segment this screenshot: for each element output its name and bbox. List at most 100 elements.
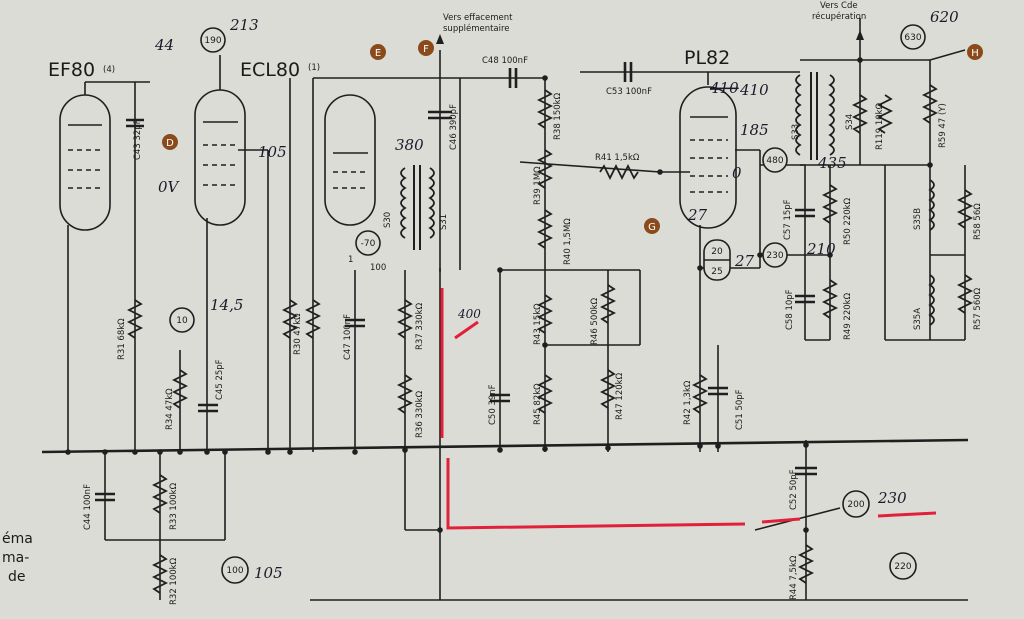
svg-text:190: 190 bbox=[204, 36, 221, 46]
ecl80-note: (1) bbox=[308, 63, 320, 73]
label-r43: R43 15kΩ bbox=[533, 303, 543, 345]
recovery-note-2: récupération bbox=[812, 11, 866, 22]
label-c53: C53 100nF bbox=[606, 87, 652, 97]
erase-note: Vers effacement bbox=[443, 13, 513, 23]
svg-text:F: F bbox=[423, 44, 429, 55]
hand-0: 0 bbox=[732, 164, 742, 182]
svg-text:100: 100 bbox=[226, 566, 243, 576]
hand-410-old: 410 bbox=[709, 79, 739, 97]
capacitor-plates bbox=[95, 62, 817, 502]
resistor-zigzags bbox=[126, 84, 974, 594]
label-s34: S34 bbox=[845, 114, 855, 130]
label-r119: R119 10kΩ bbox=[875, 102, 885, 150]
label-s33: S33 bbox=[791, 124, 801, 140]
label-s35a: S35A bbox=[913, 308, 923, 330]
label-c58: C58 10pF bbox=[785, 289, 795, 330]
coil-s35a bbox=[928, 274, 935, 326]
test-point-230: 230 bbox=[762, 242, 788, 268]
hand-230: 230 bbox=[877, 489, 907, 507]
test-point-100: 100 bbox=[221, 556, 249, 584]
hand-210: 210 bbox=[806, 240, 836, 258]
test-point-10: 10 bbox=[169, 307, 195, 333]
label-r33: R33 100kΩ bbox=[169, 482, 179, 530]
coil-s35b bbox=[928, 179, 935, 231]
svg-text:230: 230 bbox=[766, 251, 783, 261]
erase-note-2: supplémentaire bbox=[443, 23, 510, 34]
label-c45: C45 25pF bbox=[215, 359, 225, 400]
label-r32: R32 100kΩ bbox=[169, 557, 179, 605]
label-r30: R30 47kΩ bbox=[293, 313, 303, 355]
mark-1: 1 bbox=[348, 255, 353, 265]
label-r47: R47 120kΩ bbox=[615, 372, 625, 420]
svg-text:H: H bbox=[971, 48, 979, 59]
test-point-480: 480 bbox=[762, 147, 788, 173]
svg-text:E: E bbox=[375, 48, 381, 59]
label-r39: R39 1MΩ bbox=[533, 166, 543, 205]
label-c57: C57 15pF bbox=[783, 199, 793, 240]
test-point-190: 190 bbox=[200, 27, 226, 53]
hand-0v: 0V bbox=[158, 178, 181, 196]
test-point-630: 630 bbox=[900, 24, 926, 50]
label-c52: C52 50pF bbox=[789, 469, 799, 510]
test-point-minus70: -70 bbox=[355, 230, 381, 256]
label-c43: C43 32pF bbox=[133, 119, 143, 160]
transformer-s33-s34 bbox=[795, 72, 835, 160]
svg-text:25: 25 bbox=[711, 267, 722, 277]
svg-text:-70: -70 bbox=[361, 239, 376, 249]
margin-line-3: de bbox=[8, 569, 26, 585]
transformer-s30-s31 bbox=[400, 165, 435, 250]
hand-105b: 105 bbox=[254, 564, 283, 582]
hand-44: 44 bbox=[154, 36, 174, 54]
label-c48: C48 100nF bbox=[482, 56, 528, 66]
hand-213: 213 bbox=[229, 16, 259, 34]
label-r50: R50 220kΩ bbox=[843, 197, 853, 245]
red-markings bbox=[440, 288, 937, 530]
label-c50: C50 39nF bbox=[488, 384, 498, 425]
test-point-200: 200 bbox=[842, 490, 870, 518]
hand-410: 410 bbox=[739, 81, 769, 99]
svg-text:630: 630 bbox=[904, 33, 921, 43]
ef80-tube bbox=[59, 81, 150, 452]
label-r45: R45 82kΩ bbox=[533, 383, 543, 425]
label-r58: R58 56Ω bbox=[973, 203, 983, 240]
label-c46: C46 390pF bbox=[449, 104, 459, 150]
label-r59: R59 47 (Y) bbox=[938, 103, 948, 148]
svg-text:200: 200 bbox=[847, 500, 864, 510]
margin-line-2: ma- bbox=[2, 550, 29, 566]
marker-d: D bbox=[162, 134, 178, 150]
label-r49: R49 220kΩ bbox=[843, 292, 853, 340]
test-point-220: 220 bbox=[889, 552, 917, 580]
hand-27: 27 bbox=[687, 206, 708, 224]
junction-dots bbox=[65, 57, 933, 533]
label-r37: R37 330kΩ bbox=[415, 302, 425, 350]
svg-text:20: 20 bbox=[711, 247, 723, 257]
hand-620: 620 bbox=[930, 8, 959, 26]
label-r57: R57 560Ω bbox=[973, 287, 983, 330]
test-point-20-25: 20 25 bbox=[703, 239, 731, 281]
label-r34: R34 47kΩ bbox=[165, 388, 175, 430]
hand-435: 435 bbox=[817, 154, 847, 172]
label-c51: C51 50pF bbox=[735, 389, 745, 430]
svg-text:G: G bbox=[648, 222, 656, 233]
svg-text:10: 10 bbox=[176, 316, 188, 326]
hand-105a: 105 bbox=[258, 143, 287, 161]
label-r36: R36 330kΩ bbox=[415, 390, 425, 438]
marker-g: G bbox=[644, 218, 660, 234]
label-c47: C47 100nF bbox=[343, 314, 353, 360]
ecl80-triode bbox=[312, 77, 440, 452]
hand-380: 380 bbox=[395, 136, 424, 154]
label-r31: R31 68kΩ bbox=[117, 318, 127, 360]
ecl80-label: ECL80 bbox=[240, 59, 300, 81]
label-r41: R41 1,5kΩ bbox=[595, 153, 640, 163]
ecl80-pentode bbox=[194, 55, 269, 452]
hand-185: 185 bbox=[740, 121, 769, 139]
label-s35b: S35B bbox=[913, 208, 923, 230]
ef80-label: EF80 bbox=[48, 59, 95, 81]
label-r40: R40 1,5MΩ bbox=[563, 218, 573, 265]
label-s30: S30 bbox=[383, 212, 393, 228]
svg-text:220: 220 bbox=[894, 562, 911, 572]
label-r46: R46 500kΩ bbox=[590, 297, 600, 345]
ef80-note: (4) bbox=[103, 65, 115, 75]
